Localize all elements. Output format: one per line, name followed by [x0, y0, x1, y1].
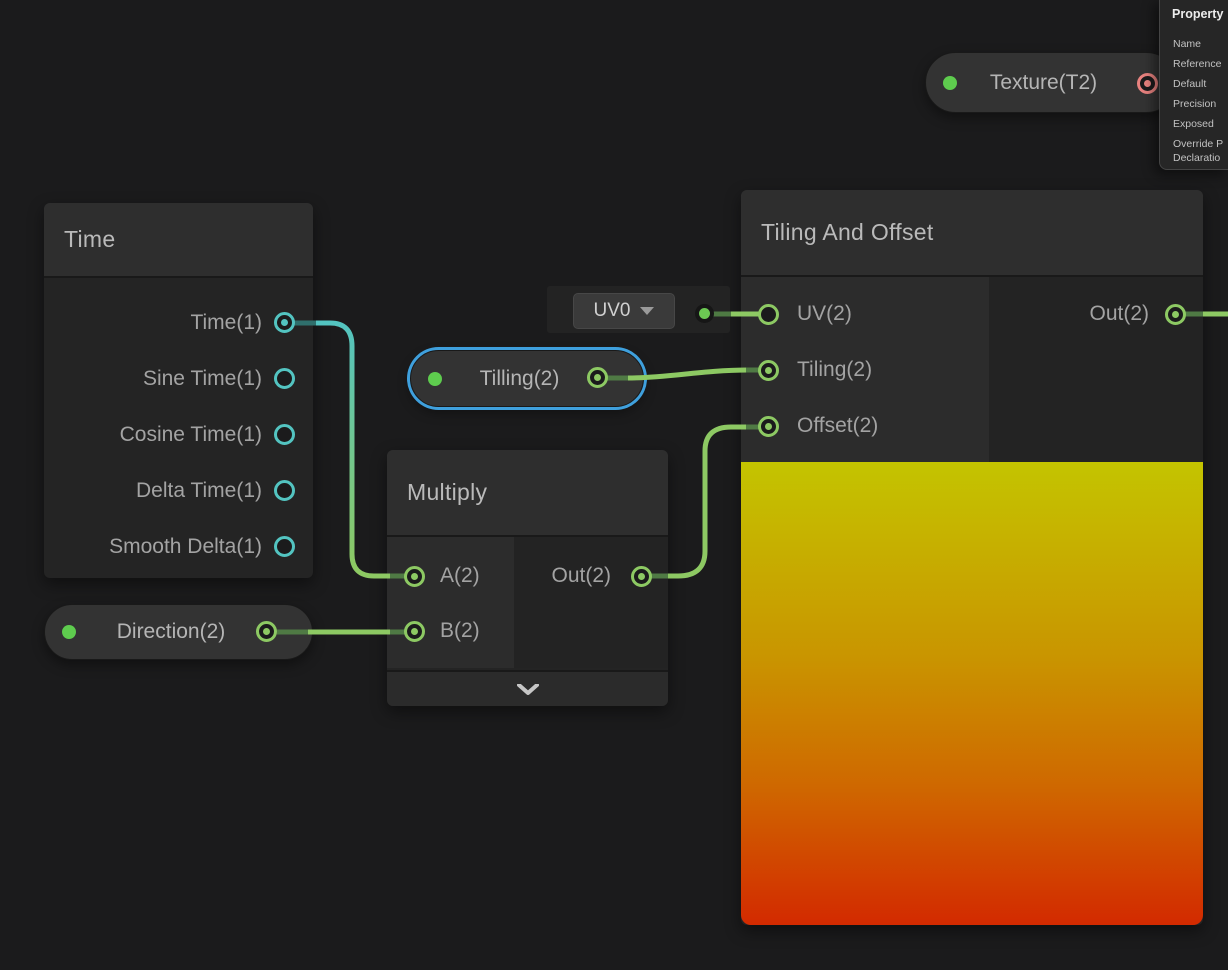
tiling-and-offset-node[interactable]: Tiling And Offset UV(2) Tiling(2) Offset… [741, 190, 1203, 925]
port-label-uv: UV(2) [797, 302, 852, 325]
port-row-cosine-time: Cosine Time(1) [44, 407, 313, 463]
property-panel-title: Property [1172, 7, 1224, 21]
port-smooth-delta-out[interactable] [274, 536, 295, 557]
property-inspector-panel: Property Name Reference Default Precisio… [1159, 0, 1228, 170]
port-label-delta-time: Delta Time(1) [135, 479, 262, 502]
port-row-a: A(2) [387, 548, 514, 603]
multiply-inputs: A(2) B(2) [387, 537, 514, 668]
time-node-header: Time [44, 203, 313, 278]
port-label-sine-time: Sine Time(1) [142, 367, 262, 390]
port-row-time: Time(1) [44, 295, 313, 351]
port-label-time: Time(1) [190, 311, 262, 334]
uv-channel-dropdown[interactable]: UV0 [573, 293, 675, 329]
port-texture-out[interactable] [1137, 73, 1158, 94]
exposed-property-dot [428, 371, 442, 386]
port-label-offset: Offset(2) [797, 414, 879, 437]
port-label-smooth-delta: Smooth Delta(1) [109, 535, 262, 558]
property-field-precision: Precision [1173, 98, 1217, 110]
port-offset-in[interactable] [758, 416, 779, 437]
property-field-override-line2: Declaratio [1173, 152, 1221, 164]
tilling-property-pill[interactable]: Tilling(2) [410, 350, 644, 407]
wire-mul-to-offset [668, 424, 748, 579]
port-delta-time-out[interactable] [274, 480, 295, 501]
port-uv-in[interactable] [758, 304, 779, 325]
multiply-node-title: Multiply [407, 479, 488, 505]
wire-tilling-to-tiling [627, 367, 749, 381]
port-row-mul-out: Out(2) [514, 548, 668, 603]
port-a-in[interactable] [404, 566, 425, 587]
port-cosine-time-out[interactable] [274, 424, 295, 445]
exposed-property-dot [62, 625, 76, 639]
direction-pill-label: Direction(2) [116, 620, 226, 643]
multiply-node-header: Multiply [387, 450, 668, 537]
port-row-tiling: Tiling(2) [741, 342, 989, 398]
port-label-cosine-time: Cosine Time(1) [119, 423, 262, 446]
port-label-b: B(2) [440, 618, 480, 642]
tiling-and-offset-inputs: UV(2) Tiling(2) Offset(2) [741, 277, 989, 462]
uv-channel-value: UV0 [593, 300, 631, 321]
expand-preview-button[interactable] [387, 670, 668, 706]
time-node-title: Time [64, 226, 116, 252]
port-label-a: A(2) [440, 563, 480, 587]
property-field-default: Default [1173, 78, 1207, 90]
tilling-pill-label: Tilling(2) [479, 366, 560, 390]
wire-time-to-a [316, 320, 392, 579]
port-mul-out[interactable] [631, 566, 652, 587]
port-label-mul-out: Out(2) [551, 563, 611, 587]
texture-pill-label: Texture(T2) [989, 70, 1098, 94]
tiling-and-offset-header: Tiling And Offset [741, 190, 1203, 277]
multiply-outputs: Out(2) [514, 537, 668, 668]
port-direction-out[interactable] [256, 621, 277, 642]
property-field-override-line1: Override P [1173, 138, 1224, 150]
direction-property-pill[interactable]: Direction(2) [44, 604, 313, 660]
port-tiling-in[interactable] [758, 360, 779, 381]
chevron-down-icon [516, 683, 539, 695]
property-field-exposed: Exposed [1173, 118, 1214, 130]
port-row-tao-out: Out(2) [989, 286, 1203, 342]
property-field-reference: Reference [1173, 58, 1222, 70]
port-b-in[interactable] [404, 621, 425, 642]
port-row-smooth-delta: Smooth Delta(1) [44, 519, 313, 575]
dropdown-arrow-icon [640, 307, 655, 315]
multiply-node[interactable]: Multiply A(2) B(2) Out(2) [387, 450, 668, 706]
tiling-and-offset-title: Tiling And Offset [761, 219, 934, 245]
time-node-body: Time(1) Sine Time(1) Cosine Time(1) Delt… [44, 278, 313, 575]
port-row-sine-time: Sine Time(1) [44, 351, 313, 407]
port-row-b: B(2) [387, 603, 514, 658]
port-row-delta-time: Delta Time(1) [44, 463, 313, 519]
port-sine-time-out[interactable] [274, 368, 295, 389]
port-time-out[interactable] [274, 312, 295, 333]
port-label-tiling: Tiling(2) [797, 358, 873, 381]
uv-default-port[interactable] [695, 304, 714, 323]
port-row-uv: UV(2) [741, 286, 989, 342]
port-tilling-out[interactable] [587, 367, 608, 388]
node-preview-gradient [741, 462, 1203, 925]
property-field-name: Name [1173, 38, 1202, 50]
time-node[interactable]: Time Time(1) Sine Time(1) Cosine Time(1)… [44, 203, 313, 578]
exposed-property-dot [943, 75, 957, 90]
port-label-tao-out: Out(2) [1089, 302, 1149, 325]
port-tao-out[interactable] [1165, 304, 1186, 325]
port-row-offset: Offset(2) [741, 398, 989, 454]
